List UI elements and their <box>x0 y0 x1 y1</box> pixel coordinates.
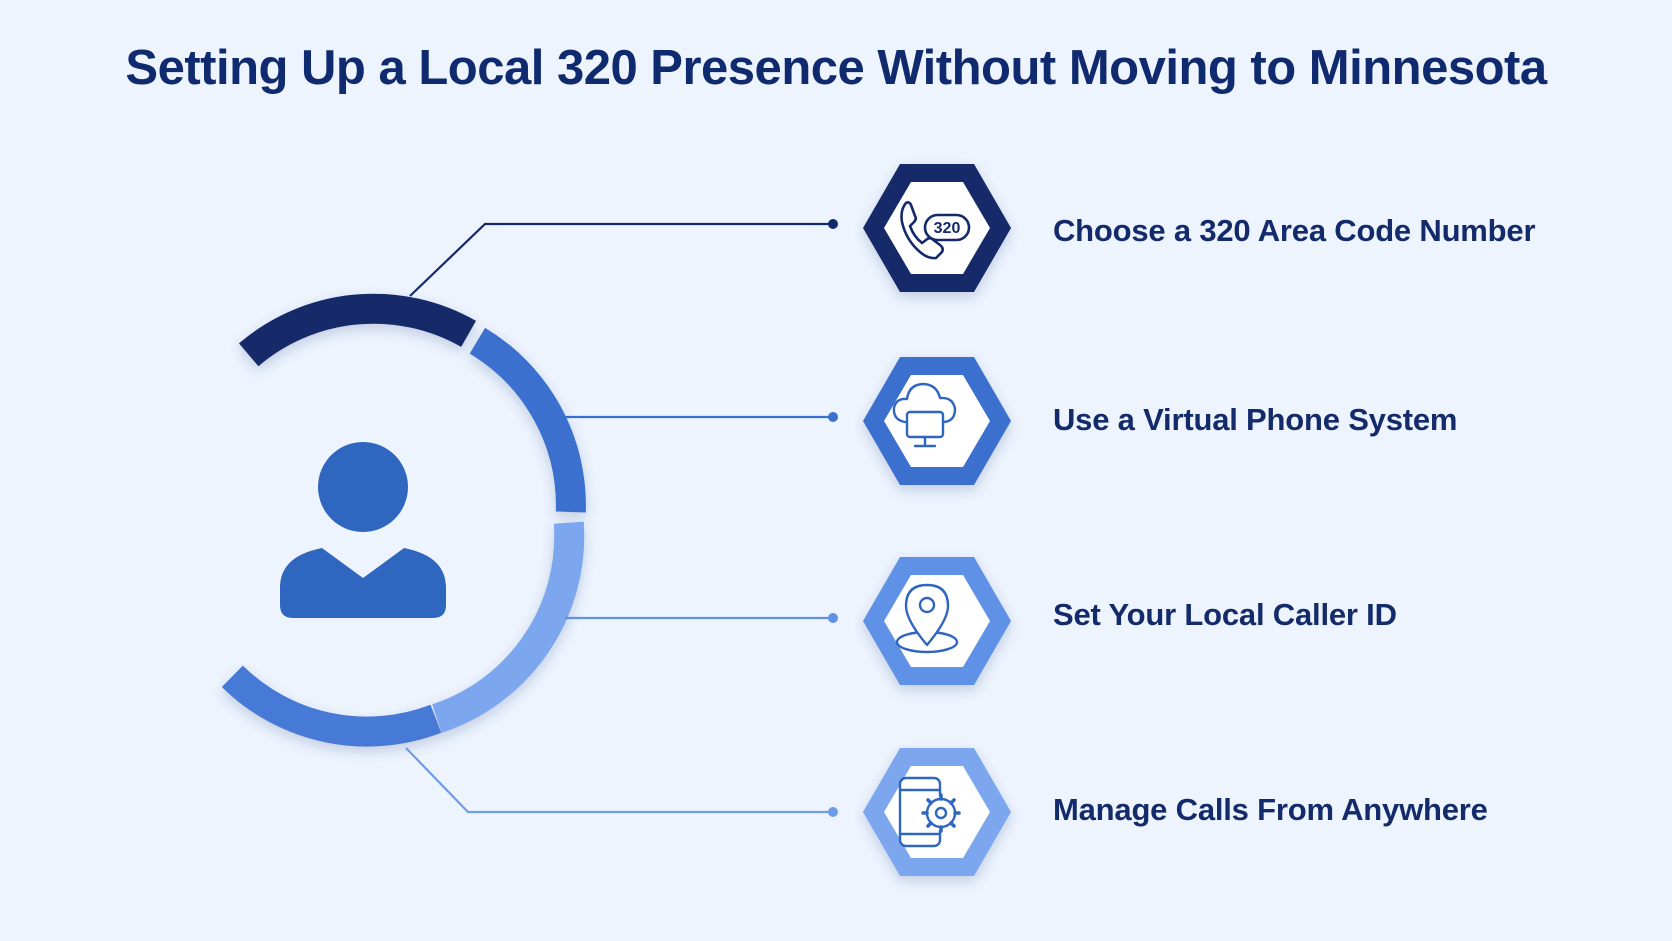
location-pin-icon <box>895 583 959 654</box>
cloud-computer-icon <box>892 382 957 448</box>
connector-3 <box>565 613 838 623</box>
step-label-caller-id: Set Your Local Caller ID <box>1053 597 1397 632</box>
connector-2 <box>560 412 838 422</box>
ring-segment-3 <box>432 521 585 733</box>
page-title: Setting Up a Local 320 Presence Without … <box>125 41 1547 95</box>
step-label-choose-number: Choose a 320 Area Code Number <box>1053 213 1536 248</box>
connectors <box>405 219 838 817</box>
ring-segment-1 <box>238 293 477 367</box>
phone-badge-text: 320 <box>934 220 961 237</box>
person-icon <box>280 442 446 618</box>
connector-4 <box>405 747 838 817</box>
ring-segment-2 <box>469 327 586 513</box>
phone-gear-icon <box>898 776 961 848</box>
step-label-manage-calls: Manage Calls From Anywhere <box>1053 792 1488 827</box>
connector-1 <box>409 219 838 297</box>
phone-320-icon: 320 <box>900 201 971 260</box>
ring-segment-4 <box>221 665 442 747</box>
step-label-virtual-phone: Use a Virtual Phone System <box>1053 402 1458 437</box>
hub-ring <box>221 293 586 747</box>
